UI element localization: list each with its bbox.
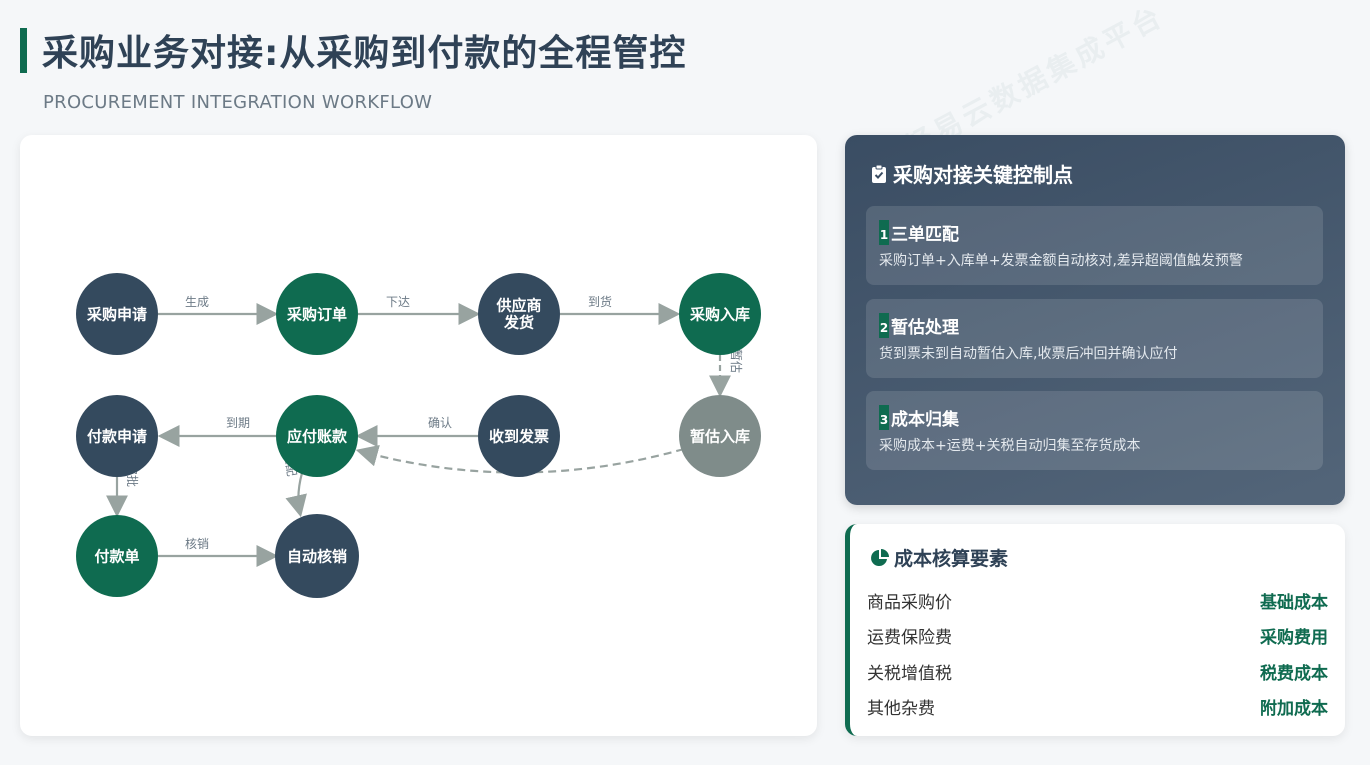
svg-text:收到发票: 收到发票: [489, 428, 549, 446]
page-title: 采购业务对接:从采购到付款的全程管控: [42, 33, 687, 74]
item-description: 采购订单+入库单+发票金额自动核对,差异超阈值触发预警: [879, 253, 1243, 269]
item-title: 成本归集: [891, 410, 959, 430]
edge-reverse: [355, 445, 685, 474]
edge-label-estimate: 暂估: [729, 349, 743, 373]
item-title: 暂估处理: [891, 318, 959, 338]
edge-label-confirm: 确认: [428, 416, 452, 430]
cost-elements-heading: 成本核算要素: [870, 544, 1008, 571]
node-accounts-payable[interactable]: 应付账款: [276, 395, 358, 477]
svg-text:应付账款: 应付账款: [287, 428, 348, 446]
node-payment-request[interactable]: 付款申请: [76, 395, 158, 477]
svg-text:采购入库: 采购入库: [689, 306, 750, 324]
edge-label-issue: 下达: [386, 295, 410, 309]
svg-text:发货: 发货: [503, 314, 534, 332]
cost-row: 关税增值税税费成本: [867, 664, 1328, 684]
node-invoice-received[interactable]: 收到发票: [478, 395, 560, 477]
svg-text:付款申请: 付款申请: [87, 428, 147, 446]
cost-row: 商品采购价基础成本: [867, 593, 1328, 613]
cost-row: 其他杂费附加成本: [867, 699, 1328, 719]
node-purchase-order[interactable]: 采购订单: [276, 273, 358, 355]
control-points-heading: 采购对接关键控制点: [871, 159, 1073, 188]
node-auto-writeoff[interactable]: 自动核销: [275, 514, 359, 598]
item-description: 采购成本+运费+关税自动归集至存货成本: [879, 438, 1141, 454]
item-number: 1: [879, 220, 889, 245]
edge-label-writeoff: 核销: [185, 537, 209, 551]
pie-chart-icon: [871, 548, 889, 566]
workflow-diagram-card: 生成 下达 到货 暂估 确认 到期 审批 核销 匹配 采购申请 采购订单 供应商…: [20, 135, 817, 736]
item-number: 2: [879, 313, 889, 338]
node-purchase-inbound[interactable]: 采购入库: [679, 273, 761, 355]
node-estimated-inbound[interactable]: 暂估入库: [679, 395, 761, 477]
title-accent-bar: [20, 28, 27, 73]
node-purchase-request[interactable]: 采购申请: [76, 273, 158, 355]
svg-text:供应商: 供应商: [495, 297, 541, 315]
edge-match: [285, 472, 307, 518]
cost-row: 运费保险费采购费用: [867, 628, 1328, 648]
clipboard-check-icon: [872, 164, 886, 183]
cost-elements-card: 成本核算要素 商品采购价基础成本 运费保险费采购费用 关税增值税税费成本 其他杂…: [845, 524, 1345, 736]
svg-text:采购订单: 采购订单: [286, 306, 347, 324]
svg-text:暂估入库: 暂估入库: [690, 428, 750, 446]
node-payment-slip[interactable]: 付款单: [76, 515, 158, 597]
edge-label-arrive: 到货: [588, 294, 612, 309]
item-description: 货到票未到自动暂估入库,收票后冲回并确认应付: [879, 346, 1178, 362]
workflow-diagram: 生成 下达 到货 暂估 确认 到期 审批 核销 匹配 采购申请 采购订单 供应商…: [76, 273, 761, 598]
page-subtitle: PROCUREMENT INTEGRATION WORKFLOW: [43, 92, 433, 113]
edge-label-due: 到期: [226, 416, 250, 430]
item-title: 三单匹配: [891, 225, 959, 245]
item-number: 3: [879, 405, 889, 430]
svg-text:付款单: 付款单: [94, 548, 139, 566]
svg-text:自动核销: 自动核销: [287, 548, 347, 566]
edge-label-generate: 生成: [185, 295, 209, 309]
svg-text:采购申请: 采购申请: [86, 306, 147, 324]
